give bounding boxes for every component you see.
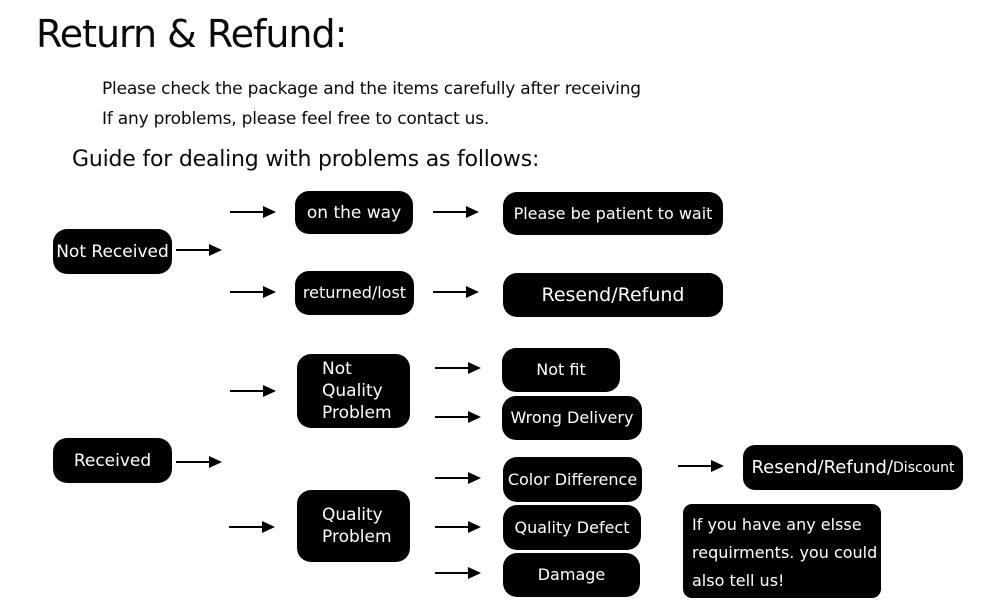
node-please-be-patient: Please be patient to wait <box>503 192 723 235</box>
node-not-received: Not Received <box>53 229 172 274</box>
arrow-to-not-fit-icon <box>435 367 468 369</box>
arrow-color-difference-to-resend-refund-discount-icon <box>678 465 711 467</box>
node-quality-problem: Quality Problem <box>297 490 410 562</box>
arrow-received-out-icon <box>176 461 209 463</box>
page-title: Return & Refund: <box>36 12 347 56</box>
arrow-to-quality-defect-icon <box>435 526 468 528</box>
node-resend-refund-discount: Resend/Refund/Discount <box>743 445 963 490</box>
node-extra-requirements-note: If you have any elsse requirments. you c… <box>683 504 881 598</box>
arrow-to-damage-icon <box>435 572 468 574</box>
node-returned-lost: returned/lost <box>295 271 414 315</box>
node-resend-refund: Resend/Refund <box>503 273 723 317</box>
node-damage: Damage <box>503 553 640 597</box>
arrow-to-color-difference-icon <box>435 477 468 479</box>
arrow-to-returned-lost-icon <box>230 291 263 293</box>
arrow-to-on-the-way-icon <box>230 211 263 213</box>
node-resend-refund-discount-small-label: Discount <box>893 459 955 476</box>
arrow-to-quality-problem-icon <box>229 526 262 528</box>
arrow-to-not-quality-problem-icon <box>230 390 263 392</box>
node-resend-refund-discount-main-label: Resend/Refund/ <box>751 456 894 478</box>
intro-line-2: If any problems, please feel free to con… <box>102 109 490 129</box>
node-color-difference: Color Difference <box>503 457 642 502</box>
arrow-on-the-way-to-be-patient-icon <box>433 211 466 213</box>
node-not-quality-problem: Not Quality Problem <box>297 354 410 428</box>
arrow-to-wrong-delivery-icon <box>435 416 468 418</box>
node-received: Received <box>53 438 172 483</box>
node-on-the-way: on the way <box>295 191 413 234</box>
node-quality-defect: Quality Defect <box>503 505 641 550</box>
arrow-not-received-out-icon <box>176 249 209 251</box>
arrow-returned-lost-to-resend-refund-icon <box>433 291 466 293</box>
intro-line-1: Please check the package and the items c… <box>102 79 641 99</box>
node-not-fit: Not fit <box>502 348 620 392</box>
guide-heading: Guide for dealing with problems as follo… <box>72 147 540 172</box>
node-wrong-delivery: Wrong Delivery <box>502 396 642 440</box>
